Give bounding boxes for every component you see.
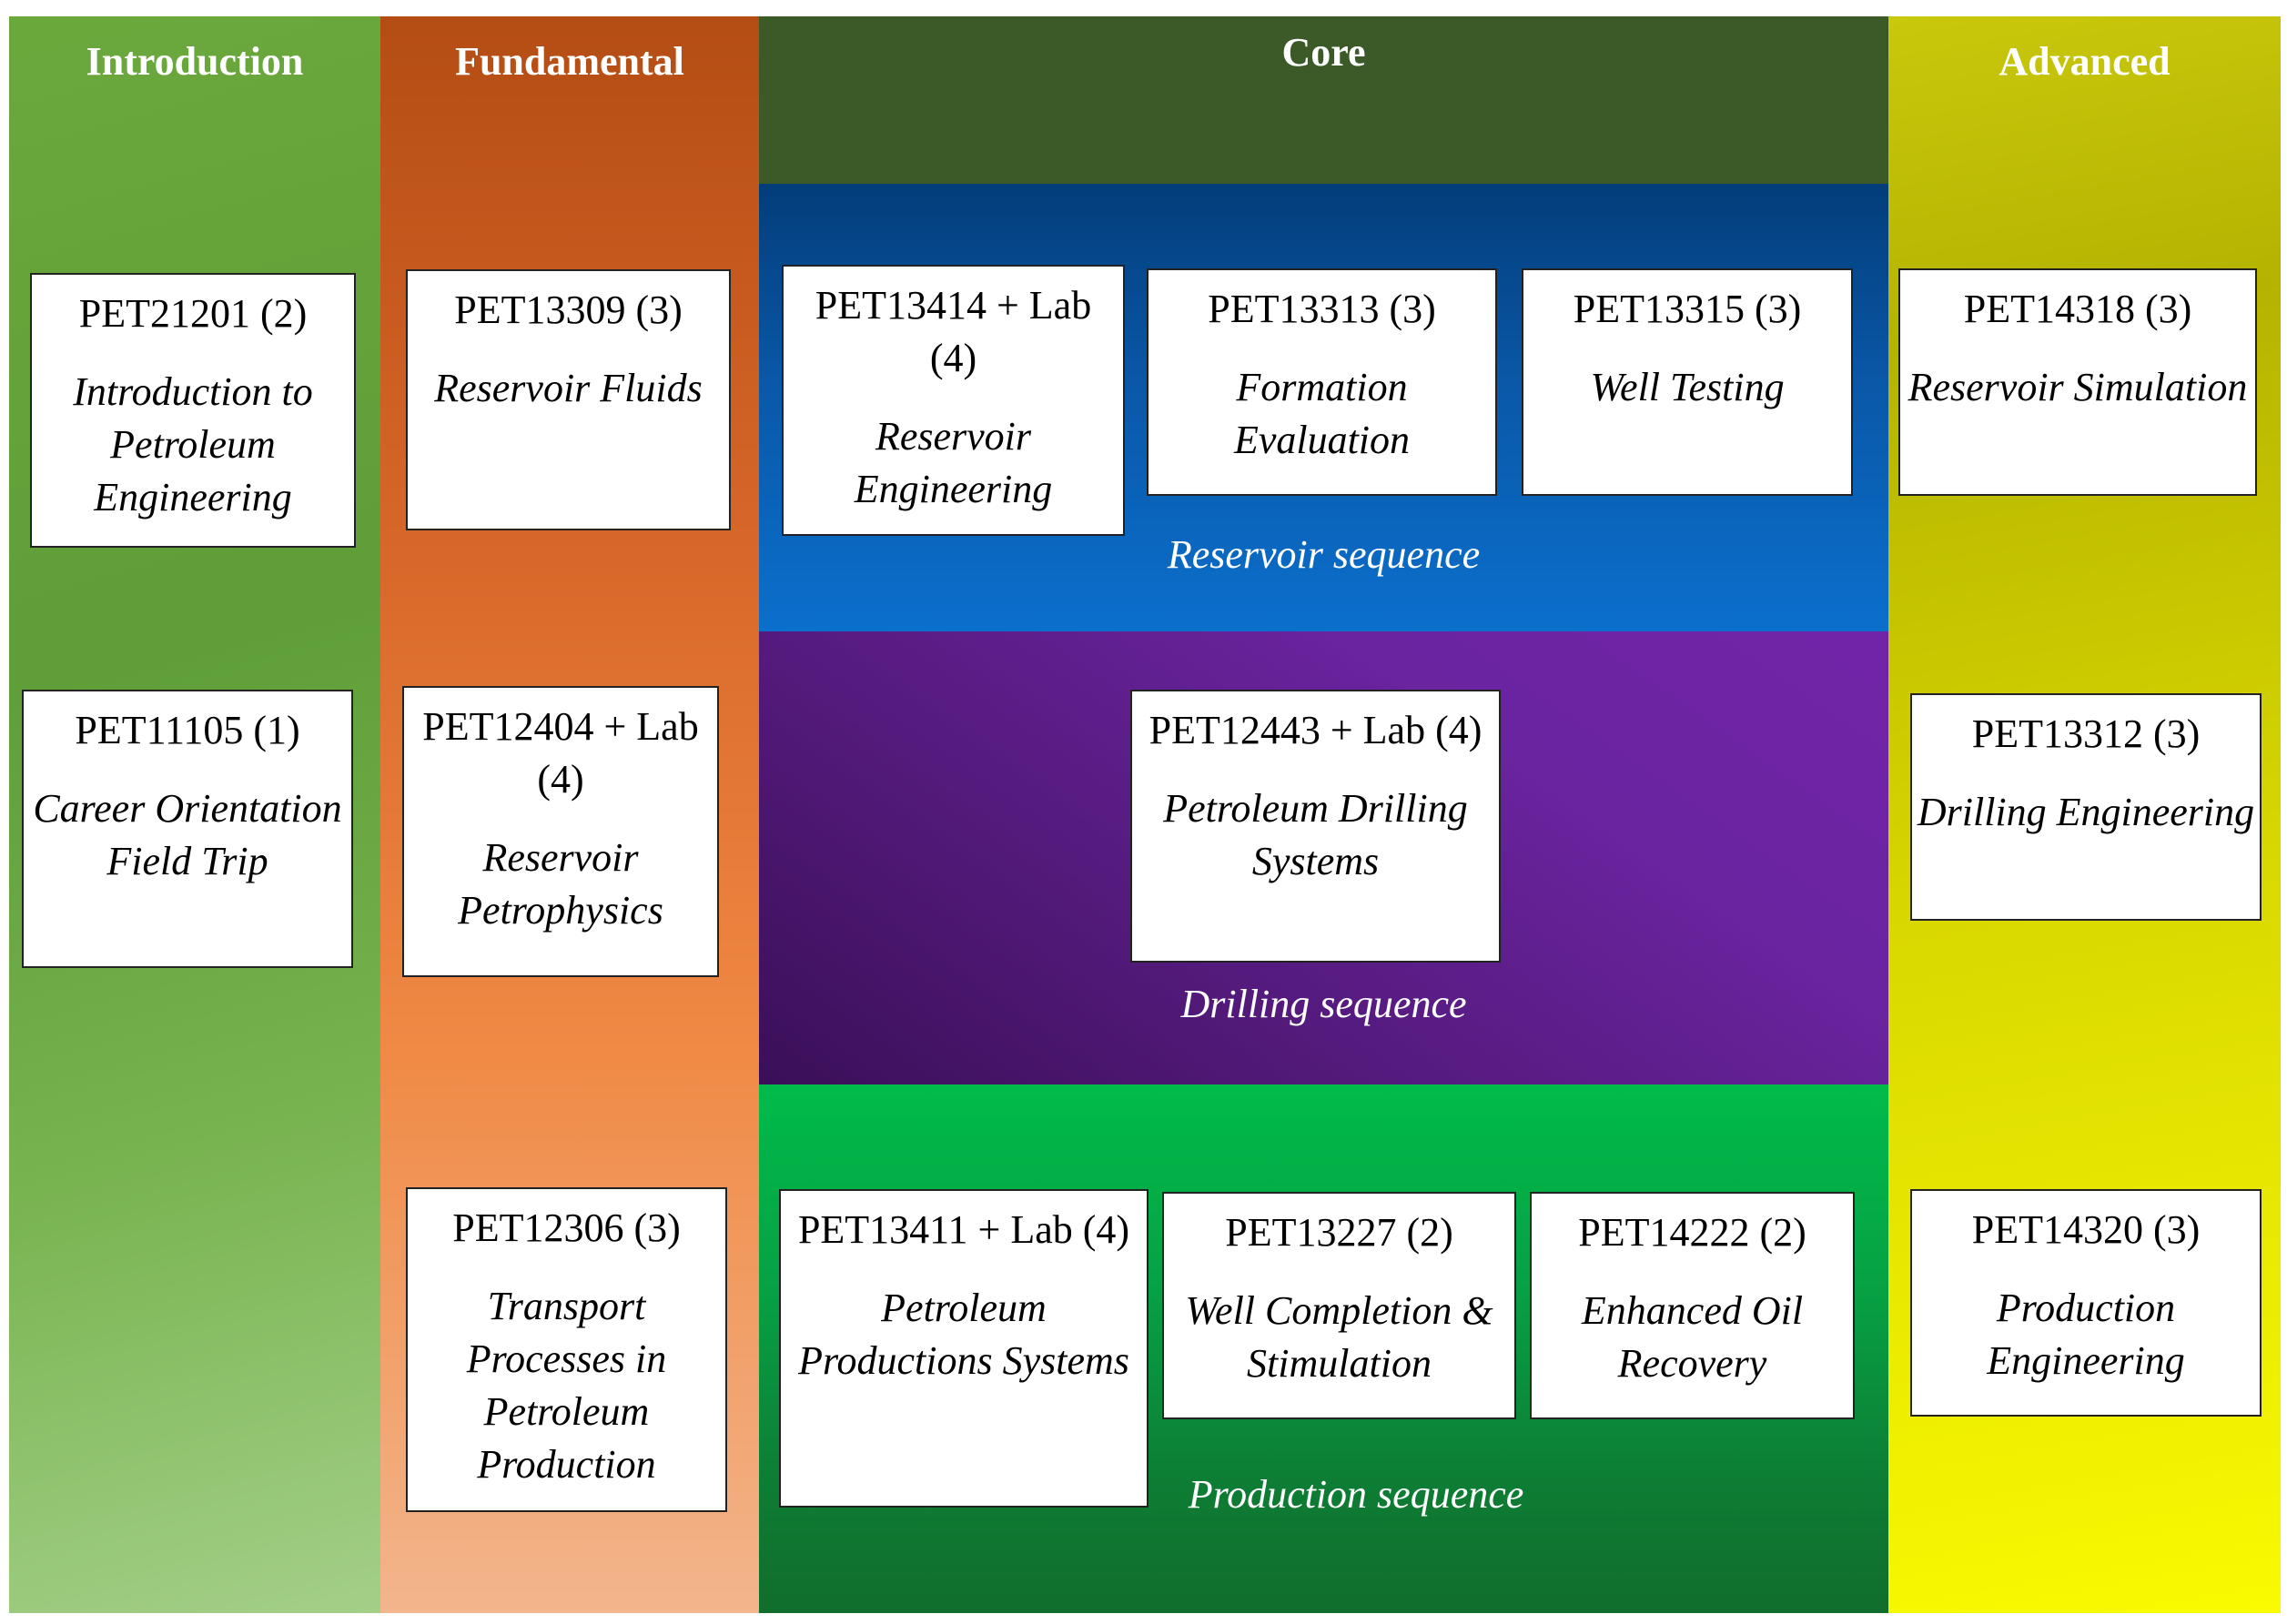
course-card-pet13313[interactable]: PET13313 (3) Formation Evaluation bbox=[1147, 268, 1497, 496]
course-title: Well Completion & Stimulation bbox=[1185, 1288, 1493, 1386]
course-code: PET14222 (2) bbox=[1578, 1210, 1806, 1255]
course-code: PET13411 + Lab (4) bbox=[797, 1207, 1130, 1252]
course-card-pet13414[interactable]: PET13414 + Lab (4) Reservoir Engineering bbox=[782, 265, 1125, 536]
course-card-pet14320[interactable]: PET14320 (3) Production Engineering bbox=[1910, 1189, 2262, 1417]
course-card-pet13227[interactable]: PET13227 (2) Well Completion & Stimulati… bbox=[1162, 1192, 1516, 1419]
course-title: Petroleum Drilling Systems bbox=[1163, 786, 1468, 883]
course-title: Reservoir Simulation bbox=[1908, 365, 2248, 409]
course-code: PET13313 (3) bbox=[1208, 287, 1436, 331]
course-title: Career Orientation Field Trip bbox=[33, 786, 342, 883]
course-code: PET14320 (3) bbox=[1971, 1207, 2201, 1252]
course-title: Enhanced Oil Recovery bbox=[1581, 1288, 1804, 1386]
introduction-header: Introduction bbox=[86, 39, 304, 84]
course-title: Reservoir Engineering bbox=[854, 414, 1053, 511]
course-card-pet12404[interactable]: PET12404 + Lab (4) Reservoir Petrophysic… bbox=[402, 686, 719, 977]
course-title: Production Engineering bbox=[1987, 1286, 2185, 1383]
course-card-pet13315[interactable]: PET13315 (3) Well Testing bbox=[1522, 268, 1853, 496]
course-code: PET12404 + Lab (4) bbox=[422, 704, 699, 802]
course-title: Introduction to Petroleum Engineering bbox=[73, 369, 313, 519]
course-title: Petroleum Productions Systems bbox=[798, 1286, 1129, 1383]
course-code: PET13414 + Lab (4) bbox=[815, 283, 1092, 380]
course-code: PET14318 (3) bbox=[1963, 287, 2192, 331]
core-header-band bbox=[759, 16, 1888, 184]
course-title: Drilling Engineering bbox=[1917, 790, 2255, 834]
course-card-pet14222[interactable]: PET14222 (2) Enhanced Oil Recovery bbox=[1530, 1192, 1855, 1419]
advanced-header: Advanced bbox=[1999, 39, 2171, 84]
course-title: Transport Processes in Petroleum Product… bbox=[466, 1284, 667, 1487]
course-card-pet21201[interactable]: PET21201 (2) Introduction to Petroleum E… bbox=[30, 273, 356, 548]
core-header: Core bbox=[1281, 30, 1366, 75]
course-card-pet12306[interactable]: PET12306 (3) Transport Processes in Petr… bbox=[406, 1187, 727, 1512]
fundamental-header: Fundamental bbox=[455, 39, 684, 84]
course-card-pet14318[interactable]: PET14318 (3) Reservoir Simulation bbox=[1898, 268, 2257, 496]
course-card-pet13309[interactable]: PET13309 (3) Reservoir Fluids bbox=[406, 269, 731, 530]
course-code: PET13227 (2) bbox=[1225, 1210, 1453, 1255]
production-sequence-label: Production sequence bbox=[1188, 1472, 1524, 1517]
course-code: PET12443 + Lab (4) bbox=[1149, 708, 1483, 752]
course-card-pet13411[interactable]: PET13411 + Lab (4) Petroleum Productions… bbox=[779, 1189, 1149, 1508]
course-code: PET13312 (3) bbox=[1971, 711, 2201, 756]
course-code: PET11105 (1) bbox=[75, 708, 300, 752]
course-title: Reservoir Fluids bbox=[434, 366, 703, 410]
reservoir-sequence-label: Reservoir sequence bbox=[1167, 532, 1481, 577]
course-code: PET21201 (2) bbox=[78, 291, 308, 336]
course-card-pet13312[interactable]: PET13312 (3) Drilling Engineering bbox=[1910, 693, 2262, 921]
course-title: Reservoir Petrophysics bbox=[458, 835, 663, 933]
course-title: Well Testing bbox=[1590, 365, 1785, 409]
course-title: Formation Evaluation bbox=[1233, 365, 1411, 462]
course-code: PET12306 (3) bbox=[452, 1205, 681, 1250]
drilling-sequence-label: Drilling sequence bbox=[1180, 982, 1467, 1026]
course-code: PET13315 (3) bbox=[1573, 287, 1802, 331]
course-code: PET13309 (3) bbox=[454, 287, 683, 332]
course-card-pet12443[interactable]: PET12443 + Lab (4) Petroleum Drilling Sy… bbox=[1130, 690, 1501, 963]
course-card-pet11105[interactable]: PET11105 (1) Career Orientation Field Tr… bbox=[22, 690, 353, 968]
